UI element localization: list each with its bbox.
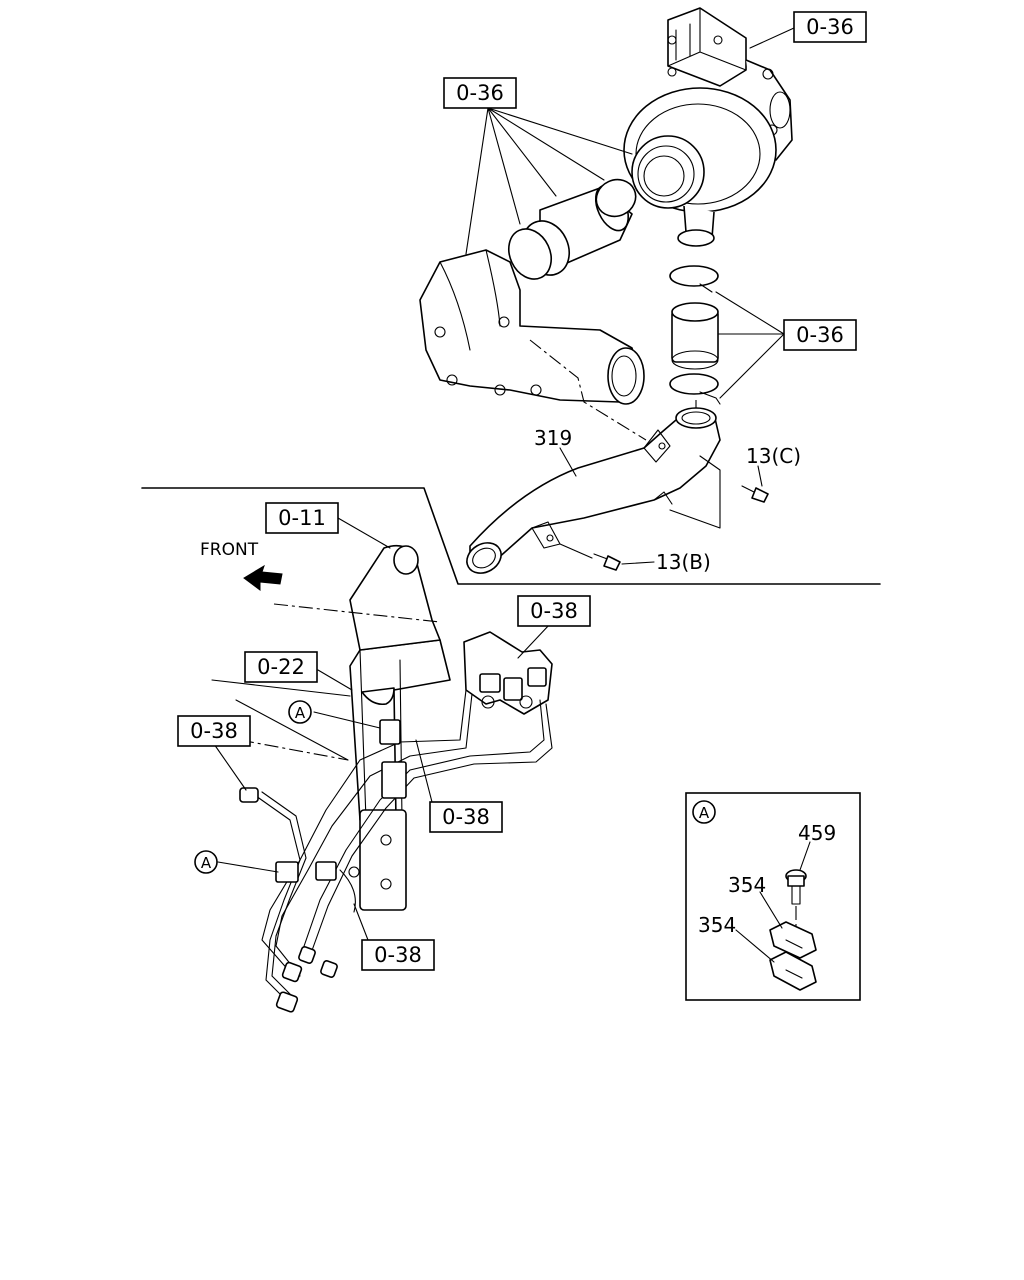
part-319-label: 319 — [534, 426, 572, 450]
ref-0-11-label: 0-11 — [278, 506, 326, 530]
hose-assembly — [669, 265, 721, 405]
ref-0-36-top-label: 0-36 — [806, 15, 854, 39]
svg-text:A: A — [295, 704, 306, 722]
ref-0-38-lower-label: 0-38 — [374, 943, 422, 967]
ref-0-36-hose-label: 0-36 — [796, 323, 844, 347]
part-13b-label: 13(B) — [656, 550, 711, 574]
detail-clip-upper-label: 354 — [728, 873, 766, 897]
front-arrow — [243, 564, 283, 591]
detail-clip-lower-label: 354 — [698, 913, 736, 937]
front-label: FRONT — [200, 540, 259, 560]
ref-0-38-left-label: 0-38 — [190, 719, 238, 743]
detail-bolt-label: 459 — [798, 821, 836, 845]
intake-elbow — [419, 178, 645, 405]
ref-0-36-pipe: 0-36 — [443, 77, 517, 109]
centerline-3 — [273, 603, 441, 623]
junction-block — [463, 631, 553, 715]
ref-0-36-hose: 0-36 — [783, 319, 857, 351]
extension-line-2 — [235, 699, 349, 761]
centerline-4 — [239, 739, 349, 761]
ref-0-38-left: 0-38 — [177, 715, 251, 747]
frame-rail — [339, 544, 451, 913]
extension-line-1 — [211, 679, 351, 697]
pipe-319 — [466, 407, 721, 574]
part-13c-label: 13(C) — [746, 444, 801, 468]
clip-marker-lower: A — [194, 850, 218, 874]
ref-0-38-mid: 0-38 — [429, 801, 503, 833]
svg-text:A: A — [201, 854, 212, 872]
ref-0-22-label: 0-22 — [257, 655, 305, 679]
ref-0-38-lower: 0-38 — [361, 939, 435, 971]
clip-marker-upper: A — [288, 700, 312, 724]
ref-0-36-pipe-label: 0-36 — [456, 81, 504, 105]
turbocharger — [623, 7, 793, 247]
centerline-1 — [529, 339, 647, 441]
detail-marker: A — [692, 800, 716, 824]
pipe-bundle — [239, 689, 553, 1013]
ref-0-38-upper-label: 0-38 — [530, 599, 578, 623]
ref-0-11: 0-11 — [265, 502, 339, 534]
detail-a-box — [685, 792, 861, 1001]
leader-lines — [213, 27, 811, 963]
ref-0-22: 0-22 — [244, 651, 318, 683]
bolt-13c — [741, 485, 769, 503]
ref-0-36-top: 0-36 — [793, 11, 867, 43]
ref-0-38-upper: 0-38 — [517, 595, 591, 627]
bolt-13b — [593, 553, 621, 571]
svg-text:A: A — [699, 804, 710, 822]
ref-0-38-mid-label: 0-38 — [442, 805, 490, 829]
section-boundary — [141, 487, 881, 585]
